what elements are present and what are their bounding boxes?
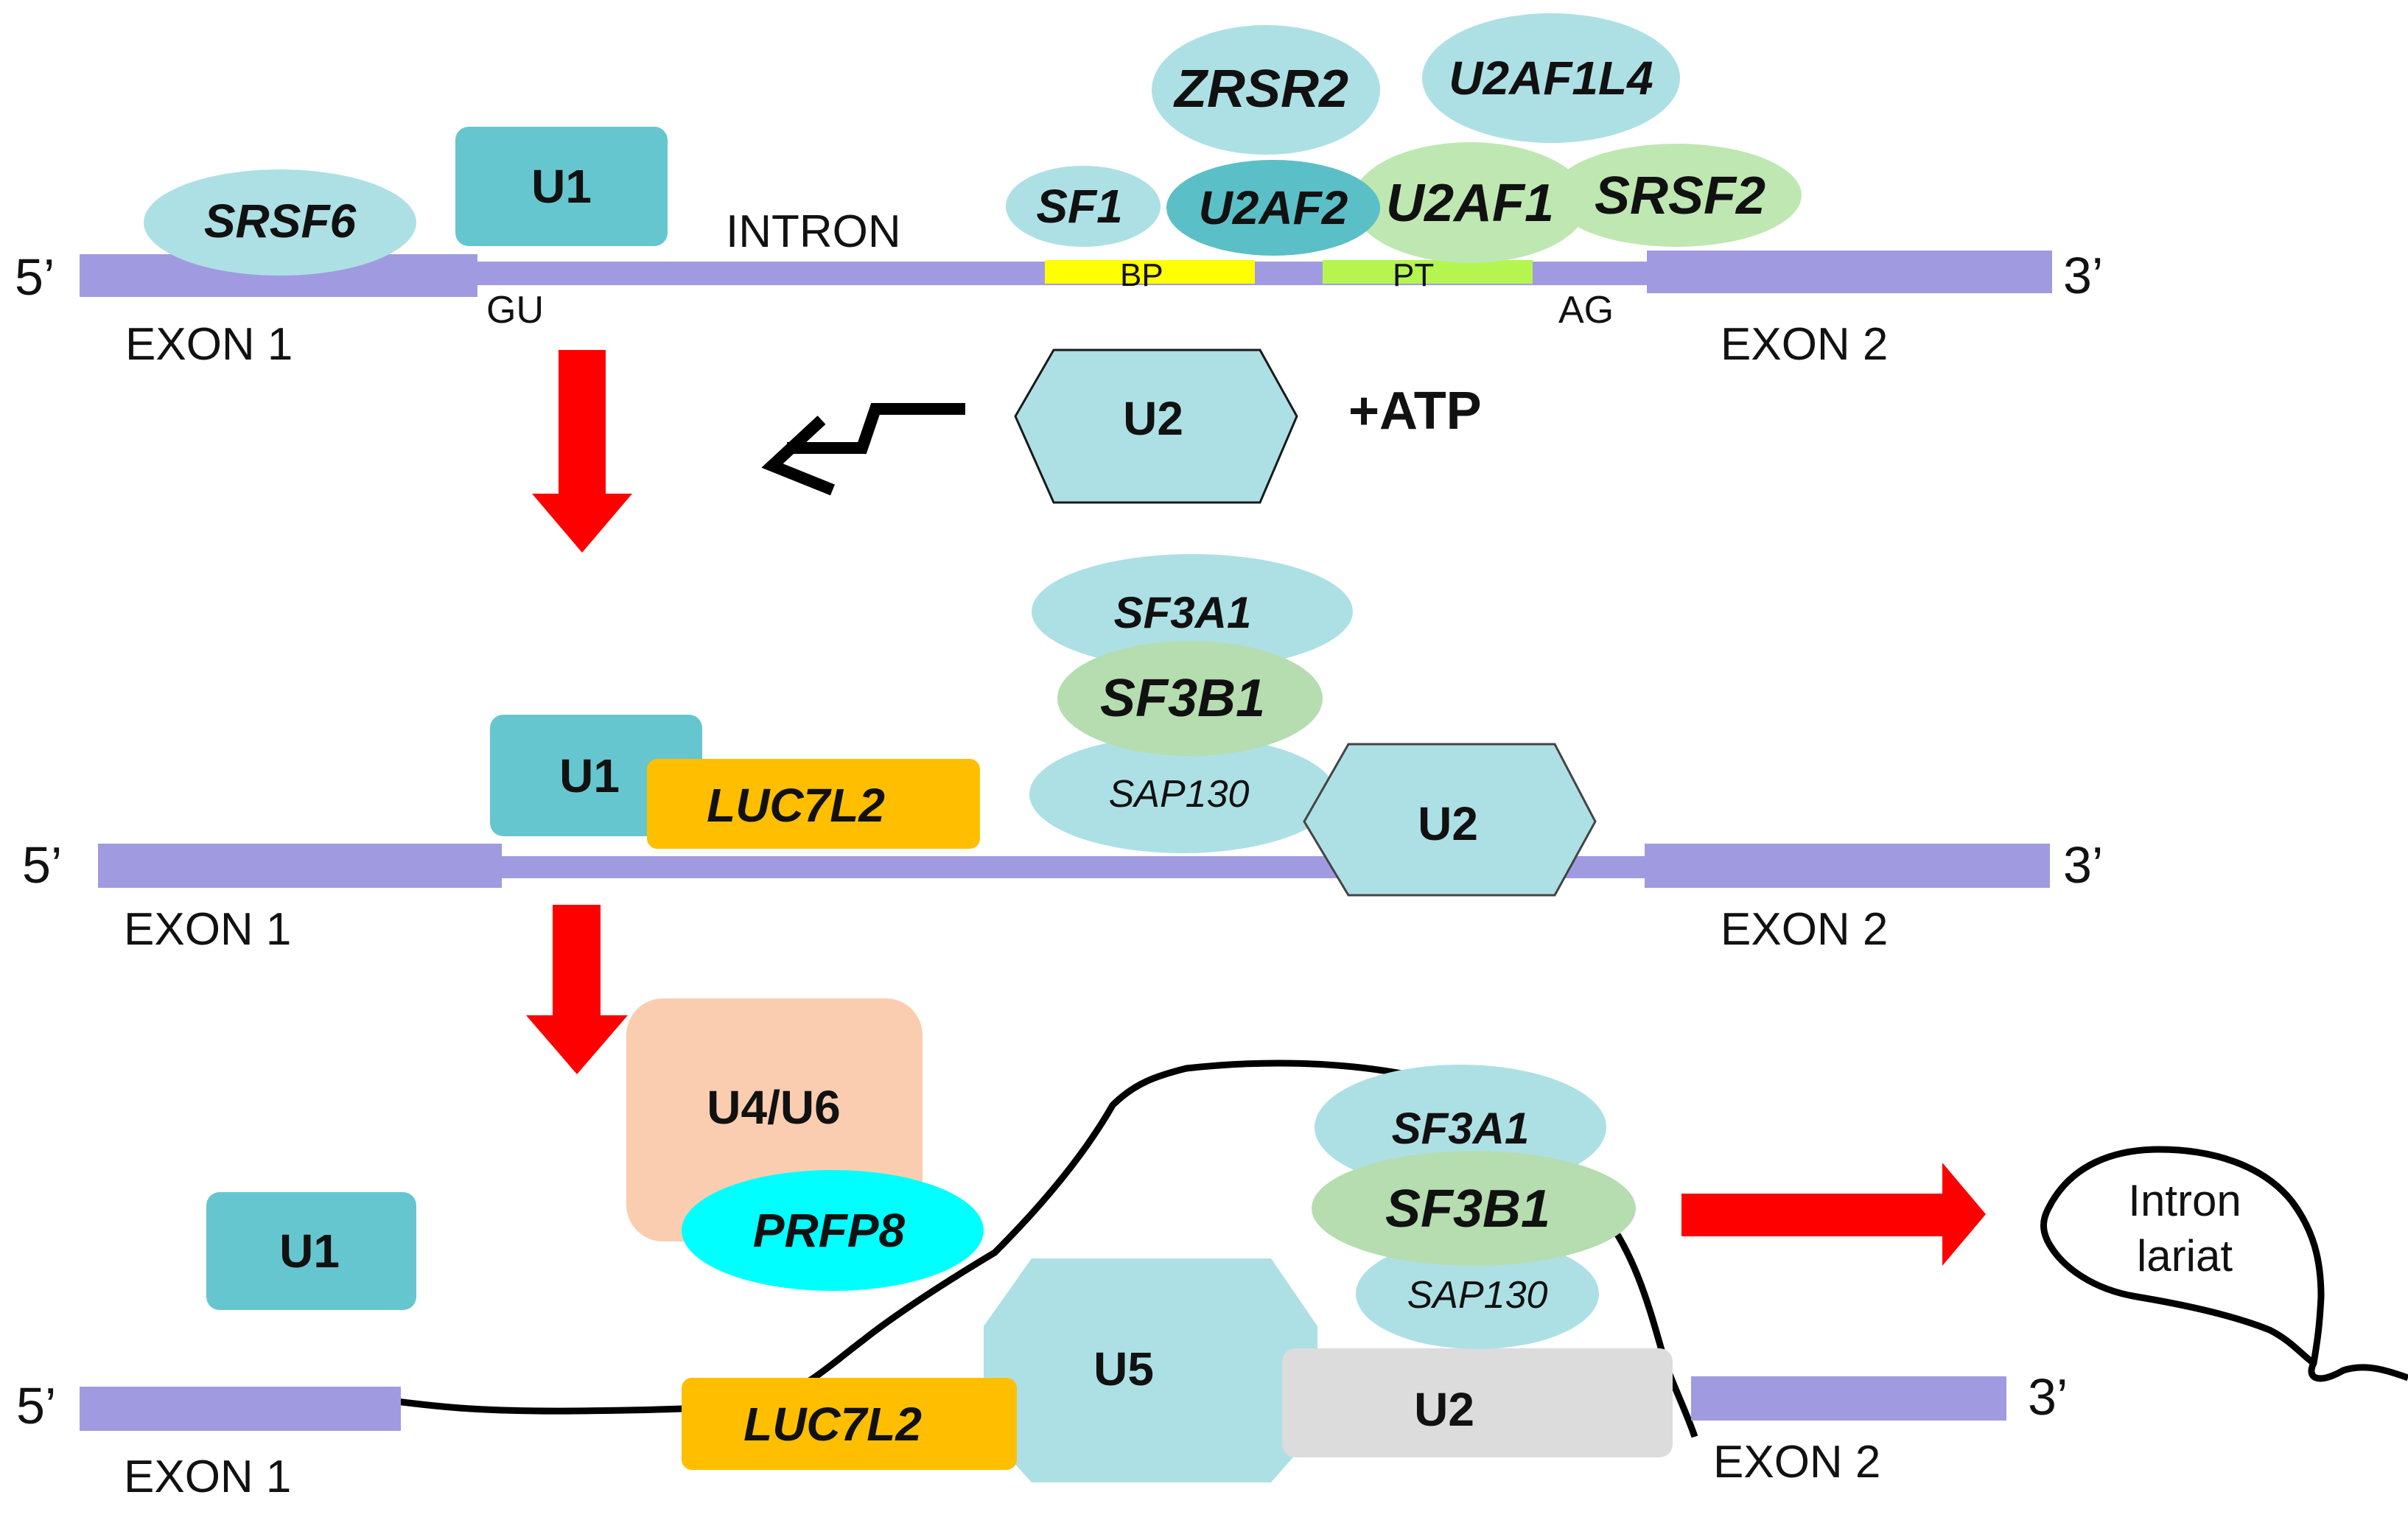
u2-hexagon: U2 [1303,743,1597,897]
red-arrow-down-2 [526,905,628,1074]
u2af1-protein: U2AF1 [1352,142,1588,263]
svg-text:LUC7L2: LUC7L2 [743,1398,922,1451]
red-arrow-right [1681,1163,1986,1266]
exon-2-label: EXON 2 [1713,1437,1880,1488]
pt-label: PT [1393,257,1434,293]
sf1-protein: SF1 [1006,166,1161,247]
svg-text:U2AF1L4: U2AF1L4 [1449,52,1653,105]
sf3b1-protein: SF3B1 [1057,641,1323,756]
svg-text:SRSF6: SRSF6 [204,195,357,248]
svg-text:SF3A1: SF3A1 [1392,1104,1530,1153]
panel-2: 5’ 3’ EXON 1 EXON 2 U1 LUC7L2 SF3A1 SAP1… [22,554,2103,1074]
sap130-protein: SAP130 [1356,1239,1599,1349]
svg-text:SF1: SF1 [1036,180,1122,233]
svg-text:SRSF2: SRSF2 [1595,167,1765,225]
branch-point-region [1045,260,1255,284]
svg-text:U1: U1 [531,160,592,213]
panel-1: 5’ 3’ EXON 1 EXON 2 INTRON GU AG BP PT S… [15,13,2103,553]
zrsr2-protein: ZRSR2 [1152,25,1380,155]
svg-text:U2AF2: U2AF2 [1199,181,1348,234]
gu-label: GU [486,289,544,332]
three-prime-label: 3’ [2028,1368,2068,1426]
three-prime-label: 3’ [2063,247,2103,304]
bp-label: BP [1120,257,1163,293]
u2-hexagon-incoming: U2 [1014,349,1298,504]
svg-text:U2: U2 [1418,797,1478,850]
panel-3: 5’ 3’ EXON 1 EXON 2 U1 U4/U6 PRFP8 U5 LU… [16,998,2408,1502]
svg-text:U4/U6: U4/U6 [707,1081,840,1134]
five-prime-label: 5’ [22,836,62,894]
srsf2-protein: SRSF2 [1551,144,1802,247]
red-arrow-down-1 [532,350,632,553]
intron-lariat: Intron lariat [2040,1146,2408,1382]
svg-text:LUC7L2: LUC7L2 [707,779,885,832]
exon-2-bar [1691,1376,2006,1421]
u2af2-protein: U2AF2 [1166,160,1380,256]
prfp8-protein: PRFP8 [682,1170,984,1291]
sap130-protein: SAP130 [1029,735,1336,853]
svg-text:U1: U1 [559,749,620,802]
u1-snrnp-released: U1 [206,1192,416,1310]
svg-text:SAP130: SAP130 [1407,1274,1548,1317]
u2-snrnp: U2 [1282,1348,1673,1457]
exon-2-bar [1647,251,2052,293]
exon-2-label: EXON 2 [1721,319,1888,370]
u2af1l4-protein: U2AF1L4 [1422,13,1680,143]
atp-label: +ATP [1348,382,1482,441]
srsf6-protein: SRSF6 [144,169,416,276]
exon-1-label: EXON 1 [125,319,293,370]
svg-text:U2AF1: U2AF1 [1386,174,1554,233]
lariat-label-line1: Intron [2128,1176,2241,1225]
svg-text:SF3B1: SF3B1 [1385,1180,1550,1239]
exon-1-label: EXON 1 [124,1451,291,1502]
svg-text:SF3A1: SF3A1 [1114,588,1252,637]
five-prime-label: 5’ [16,1377,56,1435]
luc7l2-protein: LUC7L2 [647,759,980,849]
exon-1-bar [80,1387,401,1431]
polypyrimidine-tract-region [1323,260,1533,284]
intron-label: INTRON [726,206,901,257]
u1-snrnp: U1 [455,127,668,246]
sf3b1-protein: SF3B1 [1312,1151,1636,1266]
recruit-arrow [761,403,965,496]
five-prime-label: 5’ [15,248,55,306]
svg-text:U2: U2 [1123,392,1183,445]
exon-2-label: EXON 2 [1721,904,1888,955]
exon-2-bar [1645,844,2050,888]
svg-text:ZRSR2: ZRSR2 [1173,60,1348,119]
svg-text:U2: U2 [1414,1383,1474,1436]
luc7l2-protein: LUC7L2 [682,1378,1017,1470]
svg-text:SF3B1: SF3B1 [1100,669,1265,728]
svg-text:U1: U1 [279,1225,340,1278]
svg-text:PRFP8: PRFP8 [753,1204,906,1257]
ag-label: AG [1558,289,1614,332]
exon-1-label: EXON 1 [124,904,291,955]
sf3a1-protein: SF3A1 [1032,554,1353,669]
u5-snrnp: U5 [984,1258,1317,1482]
lariat-label-line2: lariat [2137,1231,2233,1281]
three-prime-label: 3’ [2063,836,2103,894]
svg-text:SAP130: SAP130 [1109,773,1250,816]
exon-1-bar [98,844,502,888]
svg-text:U5: U5 [1093,1342,1154,1395]
